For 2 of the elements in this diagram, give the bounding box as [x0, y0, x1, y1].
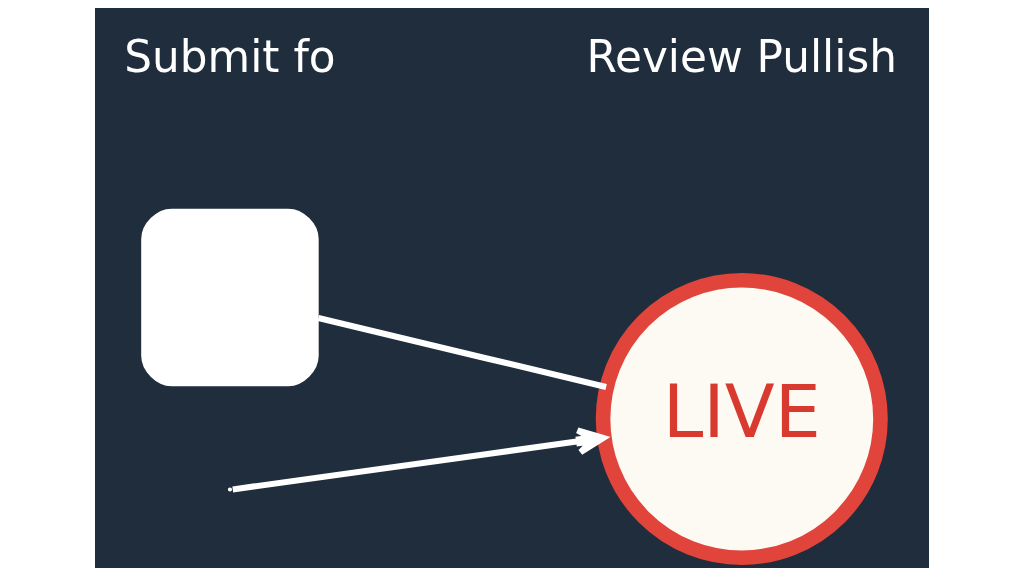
label: Review Pullish	[586, 31, 897, 83]
label: Submit fo	[124, 31, 336, 83]
